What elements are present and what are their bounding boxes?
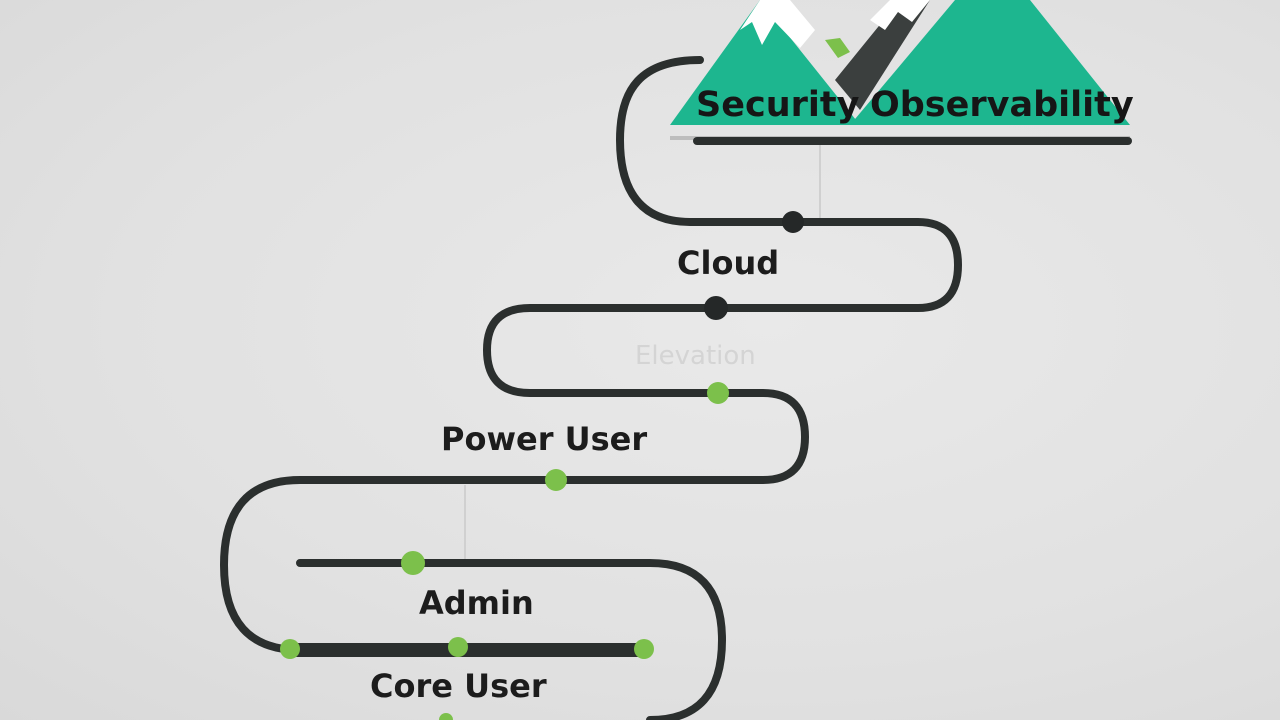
milestone-dot — [704, 296, 728, 320]
mountain-left — [670, 0, 860, 125]
milestone-dot — [634, 639, 654, 659]
milestone-dot — [439, 713, 453, 720]
stage-label-core-user: Core User — [370, 667, 547, 705]
milestone-dot — [545, 469, 567, 491]
milestone-dot — [707, 382, 729, 404]
stage-label-admin: Admin — [419, 584, 534, 622]
mountain-group — [670, 0, 1130, 125]
winding-path-lower — [296, 559, 727, 720]
summit-label-observability: Observability — [870, 85, 1134, 125]
milestone-dot — [782, 211, 804, 233]
stage-label-faded: Elevation — [635, 341, 756, 371]
summit-label-security: Security — [696, 85, 860, 125]
milestone-dot — [280, 639, 300, 659]
mountain-right — [850, 0, 1130, 125]
mountain-right-snow — [870, 0, 930, 30]
milestone-dot — [448, 637, 468, 657]
milestone-dot — [401, 551, 425, 575]
mountain-left-snow — [740, 0, 815, 48]
mountain-shrub — [825, 38, 850, 58]
stage-label-power-user: Power User — [441, 420, 647, 458]
mountain-dark — [835, 0, 930, 110]
stage-label-cloud: Cloud — [677, 244, 779, 282]
winding-path — [220, 56, 962, 654]
